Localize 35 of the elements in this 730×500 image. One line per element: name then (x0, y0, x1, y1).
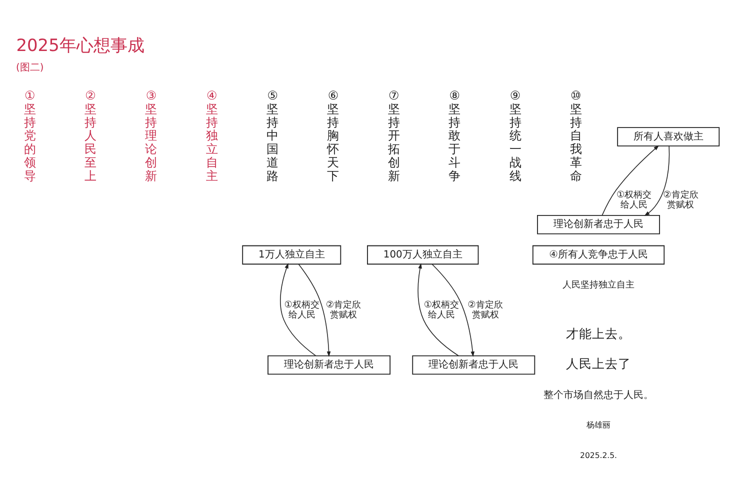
arrow (280, 263, 316, 356)
label: ⑩坚持自我革命 (570, 88, 582, 183)
arrow (644, 146, 670, 216)
label: ⑥坚持胸怀天下 (327, 88, 340, 183)
label: ②坚持人民至上 (84, 88, 97, 183)
arrow (418, 263, 459, 356)
label: ③坚持理论创新 (145, 88, 158, 183)
label: 人民坚持独立自主 (562, 280, 635, 291)
arrow (298, 264, 331, 357)
label: ①坚持党的领导 (24, 88, 36, 183)
label: (图二) (16, 62, 44, 74)
node-box: ④所有人竞争忠于人民 (532, 245, 665, 265)
edge-label: ②肯定欣赏赋权 (663, 189, 698, 210)
edge-label: ①权柄交给人民 (284, 299, 320, 320)
label: ⑧坚持敢于斗争 (448, 88, 461, 183)
node-box: 100万人独立自主 (367, 245, 479, 265)
node-box: 理论创新者忠于人民 (537, 214, 660, 234)
diagram-title: 2025年心想事成 (16, 35, 144, 56)
label: 人民上去了 (566, 356, 632, 372)
node-box: 理论创新者忠于人民 (268, 355, 390, 375)
edge-label: ②肯定欣赏赋权 (468, 299, 503, 320)
arrow (432, 264, 475, 357)
node-box: 所有人喜欢做主 (617, 127, 720, 146)
node-box: 1万人独立自主 (242, 245, 342, 265)
edge-label: ①权柄交给人民 (424, 299, 460, 320)
label: 才能上去。 (566, 326, 632, 341)
edge-label: ②肯定欣赏赋权 (326, 299, 362, 320)
label: ⑦坚持开拓创新 (388, 88, 400, 183)
edge-label: ①权柄交给人民 (616, 189, 652, 210)
label: 整个市场自然忠于人民。 (544, 390, 654, 401)
node-box: 理论创新者忠于人民 (412, 355, 536, 375)
label: ⑨坚持统一战线 (509, 88, 522, 183)
arrow (602, 145, 660, 216)
label: ④坚持独立自主 (206, 88, 218, 183)
label: ⑤坚持中国道路 (266, 88, 279, 183)
